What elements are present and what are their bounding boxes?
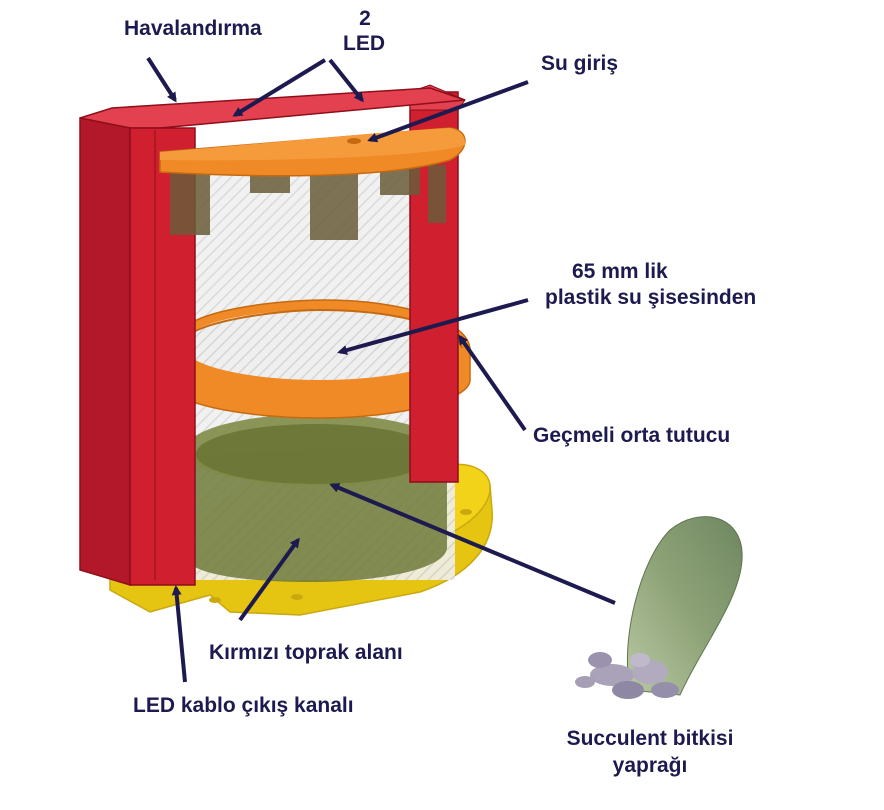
- arrow-led-right: [328, 58, 364, 103]
- arrow-succulent: [329, 483, 616, 605]
- annotation-arrows: [146, 56, 616, 683]
- label-succulent-line1: Succulent bitkisi: [566, 727, 734, 750]
- arrow-led-left: [232, 58, 327, 117]
- arrow-cable-channel: [171, 585, 187, 683]
- label-led-count: 2: [359, 7, 371, 30]
- label-led: LED: [343, 32, 385, 55]
- label-bottle-line2: plastik su şisesinden: [545, 286, 757, 309]
- label-cable-channel: LED kablo çıkış kanalı: [133, 694, 354, 717]
- label-soil-area: Kırmızı toprak alanı: [209, 641, 403, 664]
- top-lid: [159, 127, 466, 177]
- succulent-leaf-image: [575, 516, 743, 699]
- arrow-bottle: [337, 298, 529, 355]
- label-water-inlet: Su giriş: [541, 52, 619, 75]
- middle-ring: [177, 299, 471, 419]
- led-brackets: [170, 165, 446, 240]
- label-succulent-line2: yaprağı: [612, 754, 688, 777]
- arrow-middle-holder: [458, 334, 527, 432]
- label-middle-holder: Geçmeli orta tutucu: [533, 424, 731, 447]
- label-bottle-line1: 65 mm lik: [572, 260, 668, 283]
- soil-cup: [185, 414, 447, 582]
- arrow-water-inlet: [367, 80, 529, 143]
- arrow-ventilation: [146, 56, 177, 103]
- label-ventilation: Havalandırma: [124, 17, 262, 40]
- arrow-soil-area: [238, 537, 300, 622]
